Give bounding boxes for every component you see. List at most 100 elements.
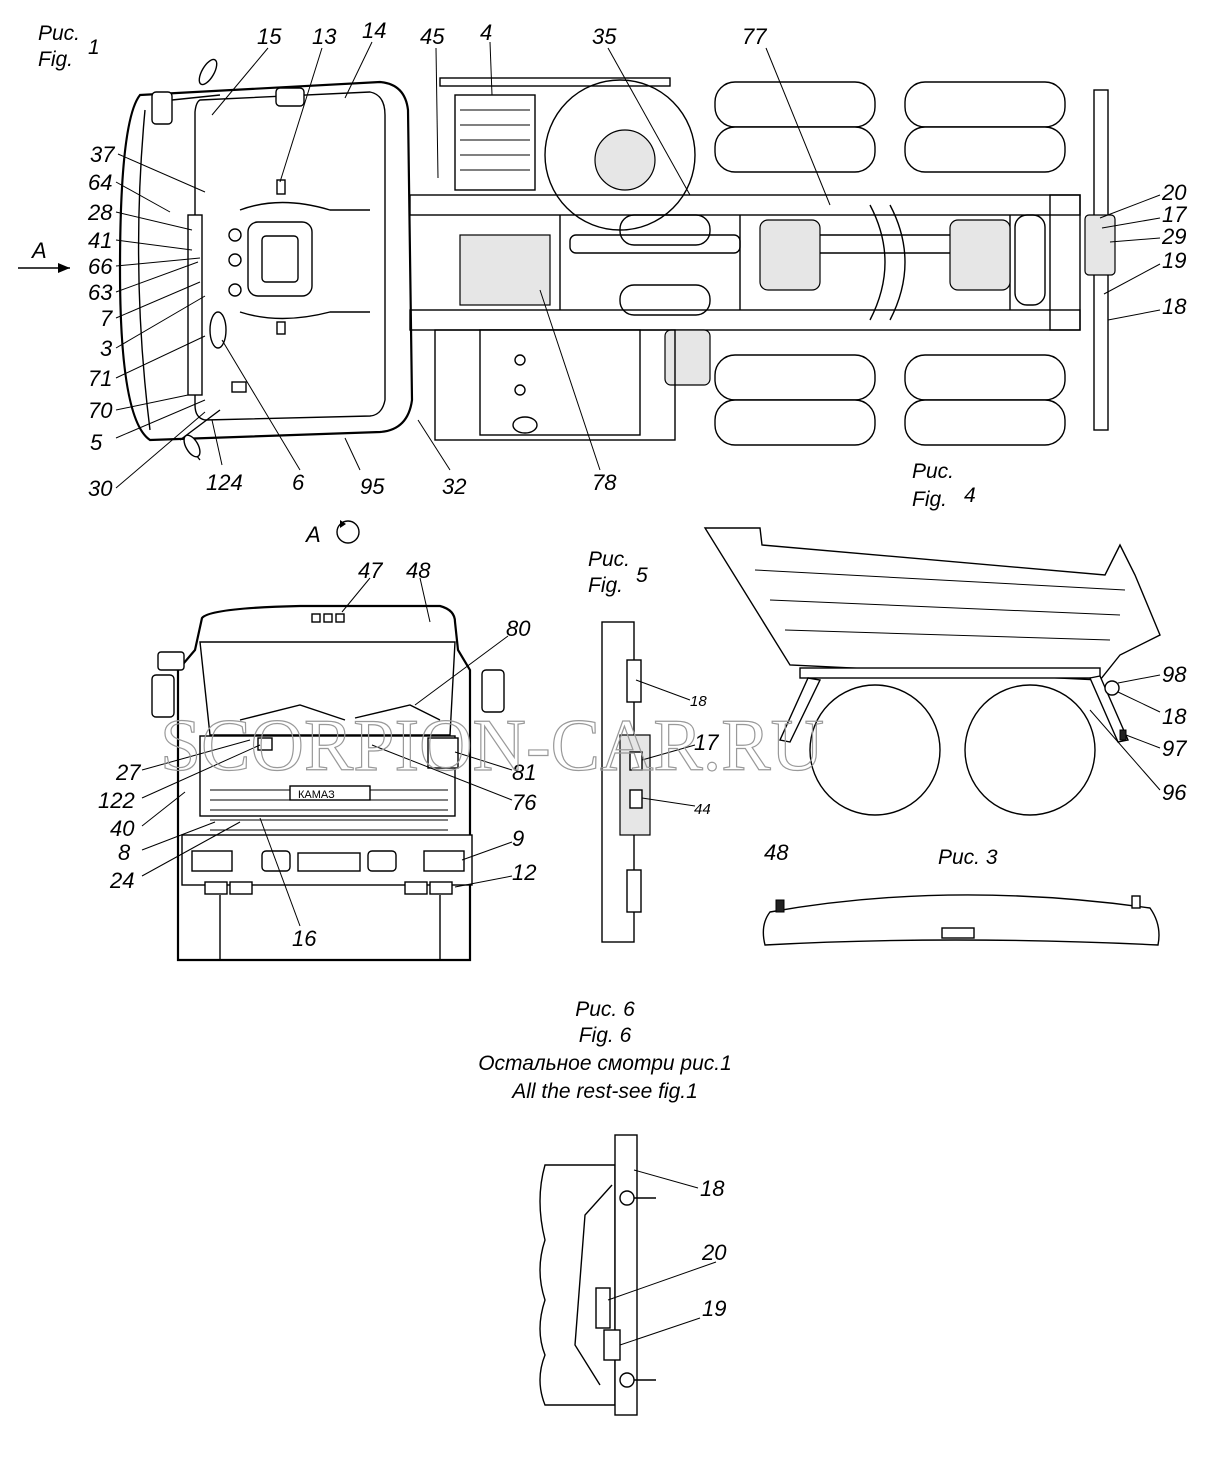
fig6-captions: Рис. 6 Fig. 6 Остальное смотри рис.1 All… bbox=[478, 998, 732, 1103]
windshield-edge bbox=[137, 109, 151, 431]
label-20: 20 bbox=[1161, 180, 1187, 205]
label-71: 71 bbox=[88, 366, 112, 391]
roof-lamp-2 bbox=[228, 253, 242, 267]
label-5: 5 bbox=[90, 430, 103, 455]
rear-axle-2 bbox=[949, 219, 1011, 291]
fig5-label-17: 17 bbox=[694, 730, 719, 755]
roof-lamp-47c bbox=[335, 613, 345, 623]
label-27: 27 bbox=[115, 760, 141, 785]
label-40: 40 bbox=[110, 816, 135, 841]
label-63: 63 bbox=[88, 280, 113, 305]
wheel-6 bbox=[714, 399, 876, 446]
label-17: 17 bbox=[1162, 202, 1187, 227]
fig4-label-98: 98 bbox=[1162, 662, 1187, 687]
front-cab-outline bbox=[176, 604, 472, 962]
spare-wheel-hub bbox=[594, 129, 656, 191]
fig4-label-96: 96 bbox=[1162, 780, 1187, 805]
label-32: 32 bbox=[442, 474, 466, 499]
fig6-label-19: 19 bbox=[702, 1296, 726, 1321]
wheel-8 bbox=[904, 399, 1066, 446]
fig3-roof-lamp bbox=[941, 927, 975, 939]
fig5-lamp-17 bbox=[629, 751, 643, 771]
frame-rail-upper bbox=[409, 194, 1081, 216]
prop-shaft-1 bbox=[569, 234, 741, 254]
front-windshield bbox=[199, 641, 456, 736]
fig6-note-en: All the rest-see fig.1 bbox=[510, 1080, 698, 1103]
fig6-bolt-upper bbox=[619, 1190, 635, 1206]
fig5-caption-en: Fig. bbox=[588, 574, 623, 597]
wiper-motor-6 bbox=[209, 311, 227, 349]
fig5-label-44: 44 bbox=[694, 801, 711, 818]
fig4-caption-num: 4 bbox=[964, 484, 976, 507]
suspension-spring bbox=[869, 204, 906, 321]
wheel-4 bbox=[904, 126, 1066, 173]
fig5-labels: 18 17 44 bbox=[690, 693, 719, 818]
label-35: 35 bbox=[592, 24, 617, 49]
dump-body bbox=[703, 527, 1161, 681]
air-tank-2 bbox=[619, 284, 711, 316]
roof-marker-left bbox=[231, 381, 247, 393]
headlight-right bbox=[423, 850, 465, 872]
mirror-lower bbox=[183, 434, 201, 458]
fig5-lamp-lower bbox=[626, 869, 642, 913]
rotate-arrowhead bbox=[340, 520, 346, 528]
lower-lamp-3 bbox=[404, 881, 428, 895]
front-mirror-upper-left bbox=[157, 651, 185, 671]
dump-subframe bbox=[799, 667, 1101, 679]
fig4-label-18: 18 bbox=[1162, 704, 1187, 729]
front-mirror-right bbox=[481, 669, 505, 713]
label-3: 3 bbox=[100, 336, 113, 361]
label-64: 64 bbox=[88, 170, 112, 195]
fig6-frame-end bbox=[539, 1164, 616, 1406]
lower-lamp-1 bbox=[204, 881, 228, 895]
label-8: 8 bbox=[118, 840, 131, 865]
rear-coupling bbox=[1084, 214, 1116, 276]
fig6-lamp-20 bbox=[595, 1287, 611, 1329]
roof-lamp-1 bbox=[228, 228, 242, 242]
marker-27 bbox=[257, 737, 273, 751]
fig3-roof-outline bbox=[762, 894, 1160, 946]
fig6-lamp-19 bbox=[603, 1329, 621, 1361]
kamaz-badge bbox=[289, 785, 371, 801]
fig4-reflector-97 bbox=[1119, 729, 1127, 741]
fig4-labels: 98 18 97 96 bbox=[1162, 662, 1187, 805]
fig1-caption-num: 1 bbox=[88, 36, 100, 59]
wheel-3 bbox=[904, 81, 1066, 128]
rear-wheels bbox=[714, 81, 1066, 446]
fig6-caption-en: Fig. 6 bbox=[579, 1024, 632, 1047]
marker-81 bbox=[427, 737, 459, 769]
label-16: 16 bbox=[292, 926, 317, 951]
view-a-caption-letter: A bbox=[304, 522, 321, 547]
label-6: 6 bbox=[292, 470, 305, 495]
label-66: 66 bbox=[88, 254, 113, 279]
label-47: 47 bbox=[358, 558, 383, 583]
mudflap-rear bbox=[1089, 675, 1129, 743]
label-95: 95 bbox=[360, 474, 385, 499]
view-a-labels: 47 48 80 27 122 40 8 24 16 81 76 9 12 bbox=[98, 558, 537, 951]
label-30: 30 bbox=[88, 476, 113, 501]
view-a-letter: A bbox=[30, 238, 47, 263]
label-122: 122 bbox=[98, 788, 135, 813]
battery-box-4 bbox=[454, 94, 536, 191]
label-37: 37 bbox=[90, 142, 115, 167]
air-tank-1 bbox=[619, 214, 711, 246]
label-7: 7 bbox=[100, 306, 113, 331]
plate bbox=[297, 852, 361, 872]
exhaust-muffler bbox=[664, 329, 711, 386]
wheel-2 bbox=[714, 126, 876, 173]
spare-wheel-carrier bbox=[439, 77, 671, 87]
label-18: 18 bbox=[1162, 294, 1187, 319]
fig6-label-20: 20 bbox=[701, 1240, 727, 1265]
label-13: 13 bbox=[312, 24, 337, 49]
fig1-caption-ru: Рис. bbox=[38, 22, 80, 45]
front-mirror-left bbox=[151, 674, 175, 718]
fig5-rear-bracket: Рис. Fig. 5 bbox=[588, 548, 696, 943]
roof-lamp-47b bbox=[323, 613, 333, 623]
fig1-labels: 15 13 14 45 4 35 77 37 64 28 41 66 63 7 … bbox=[87, 18, 1187, 501]
view-a-arrowhead bbox=[58, 263, 70, 273]
label-19: 19 bbox=[1162, 248, 1186, 273]
cab-roof bbox=[194, 91, 386, 421]
roof-marker-13 bbox=[276, 179, 286, 195]
fig1-leader-lines bbox=[115, 41, 1161, 489]
